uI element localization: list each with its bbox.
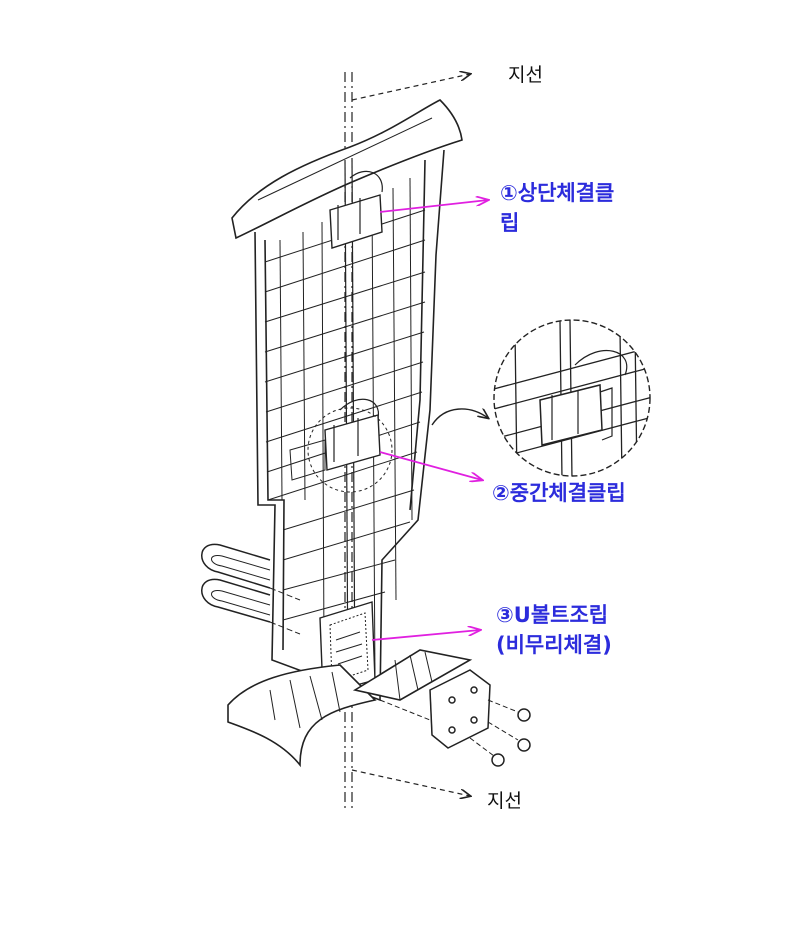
top-guide-label: 지선 [508, 64, 543, 86]
middle-clip-callout-line1: ②중간체결클립 [492, 481, 626, 505]
bottom-guide-arrow [351, 769, 470, 796]
detail-pointer-arrow [431, 409, 488, 426]
base-foot [227, 649, 473, 768]
top-guide-arrow [351, 74, 470, 101]
ubolt-leader [371, 630, 480, 641]
bottom-guide-label: 지선 [487, 790, 522, 812]
upper-clip-callout: ①상단체결클 립 [500, 178, 614, 238]
barrier-panel [231, 99, 463, 702]
ubolt-callout-line1: ③U볼트조립 [496, 603, 609, 627]
ubolt-callout-line2: (비무리체결) [496, 633, 612, 657]
middle-clip-leader [379, 451, 482, 480]
middle-clip-callout: ②중간체결클립 [492, 478, 626, 508]
ubolt-callout: ③U볼트조립 (비무리체결) [496, 600, 612, 660]
upper-clip-leader [379, 200, 488, 213]
u-bolt-left [201, 543, 301, 635]
anchor-plate [379, 669, 531, 767]
upper-clip-callout-line1: ①상단체결클 [500, 181, 615, 205]
upper-clip-callout-line2: 립 [500, 211, 520, 235]
detail-circle [493, 319, 651, 477]
